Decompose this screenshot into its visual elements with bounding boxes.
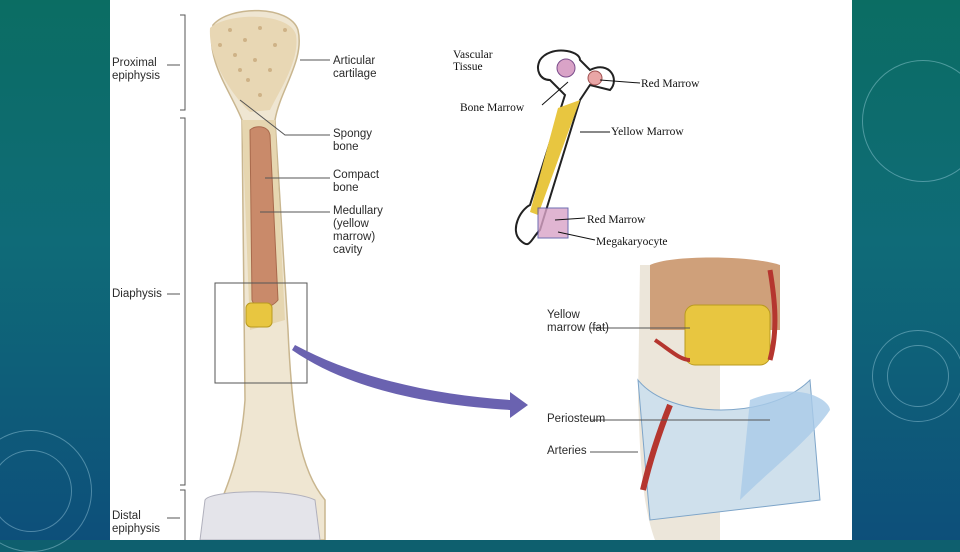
decorative-circle <box>0 450 72 532</box>
yellow-marrow-plug <box>245 302 273 328</box>
label-diaphysis: Diaphysis <box>112 288 162 300</box>
detail-box <box>214 282 308 384</box>
label-spongy-bone: Spongy bone <box>333 128 373 153</box>
decorative-circle <box>887 345 949 407</box>
label-yellow-marrow: Yellow Marrow <box>611 126 684 138</box>
zoom-arrow <box>292 345 528 418</box>
spongy-bone-head <box>209 16 297 113</box>
label-medullary-cavity: Medullary (yellow marrow) cavity <box>333 205 383 256</box>
label-megakaryocyte: Megakaryocyte <box>596 236 668 248</box>
label-bone-marrow: Bone Marrow <box>460 102 525 114</box>
label-red-marrow-bottom: Red Marrow <box>587 214 646 226</box>
label-distal-epiphysis: Distal epiphysis <box>112 510 160 535</box>
leader-lines <box>239 59 330 213</box>
region-brackets <box>167 14 186 540</box>
decorative-circle <box>872 330 960 422</box>
distal-condyles <box>199 491 321 540</box>
decorative-circle <box>862 60 960 182</box>
label-periosteum: Periosteum <box>547 413 606 425</box>
label-yellow-marrow-fat: Yellow marrow (fat) <box>547 309 609 334</box>
label-vascular-tissue: Vascular Tissue <box>453 49 493 73</box>
label-proximal-epiphysis: Proximal epiphysis <box>112 57 160 82</box>
label-red-marrow-top: Red Marrow <box>641 78 700 90</box>
label-compact-bone: Compact bone <box>333 169 380 194</box>
marrow-schematic <box>455 35 725 265</box>
cross-section-detail <box>590 257 830 540</box>
label-arteries: Arteries <box>547 445 587 457</box>
left-background-panel <box>0 0 110 552</box>
right-background-panel <box>852 0 960 540</box>
spongy-texture <box>218 26 287 97</box>
label-articular-cartilage: Articular cartilage <box>333 55 377 80</box>
slide-canvas: Proximal epiphysis Diaphysis Distal epip… <box>110 0 852 540</box>
long-bone-illustration <box>167 9 830 540</box>
